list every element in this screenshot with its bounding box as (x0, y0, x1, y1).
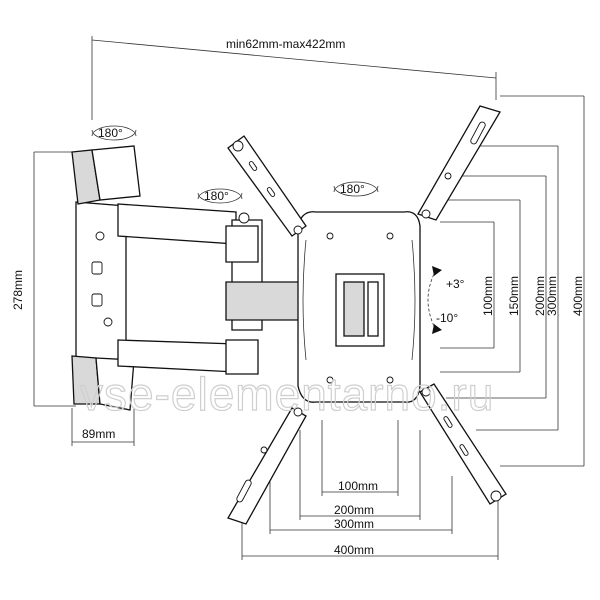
mounting-arms (227, 105, 507, 525)
wall-plate (71, 145, 141, 411)
horizontal-300-label: 300mm (334, 517, 374, 531)
rotation-180-plate: 180° (333, 181, 379, 197)
rotation-arm-label: 180° (204, 189, 229, 203)
tilt-up-label: +3° (446, 277, 465, 291)
vesa-plate (297, 211, 421, 403)
width-range-label: min62mm-max422mm (226, 37, 345, 51)
vertical-150-label: 150mm (507, 276, 521, 316)
dimension-labels: min62mm-max422mm 278mm 89mm 100mm 150mm … (11, 37, 585, 557)
tilt-down-label: -10° (436, 311, 458, 325)
vertical-200-label: 200mm (533, 276, 547, 316)
rotation-indicators: 180° 180° 180° +3° -10° (91, 125, 465, 334)
tilt-indicator: +3° -10° (427, 266, 465, 334)
dimension-lines (33, 36, 585, 560)
rotation-plate-label: 180° (340, 182, 365, 196)
horizontal-200-label: 200mm (334, 503, 374, 517)
height-278-label: 278mm (11, 270, 25, 310)
swing-arms (117, 203, 301, 375)
vertical-300-label: 300mm (545, 276, 559, 316)
mounting-arm-bottom-left (227, 407, 307, 525)
mounting-arm-bottom-right (419, 383, 507, 505)
rotation-180-wall: 180° (91, 125, 137, 141)
vertical-400-label: 400mm (571, 276, 585, 316)
vertical-100-label: 100mm (481, 276, 495, 316)
width-89-label: 89mm (82, 427, 115, 441)
rotation-wall-label: 180° (98, 126, 123, 140)
rotation-180-arm: 180° (197, 188, 243, 204)
watermark: vse-elementarno.ru (80, 368, 494, 420)
horizontal-100-label: 100mm (338, 479, 378, 493)
horizontal-400-label: 400mm (334, 543, 374, 557)
mounting-arm-top-right (417, 105, 501, 221)
mounting-arm-top-left (227, 135, 307, 237)
